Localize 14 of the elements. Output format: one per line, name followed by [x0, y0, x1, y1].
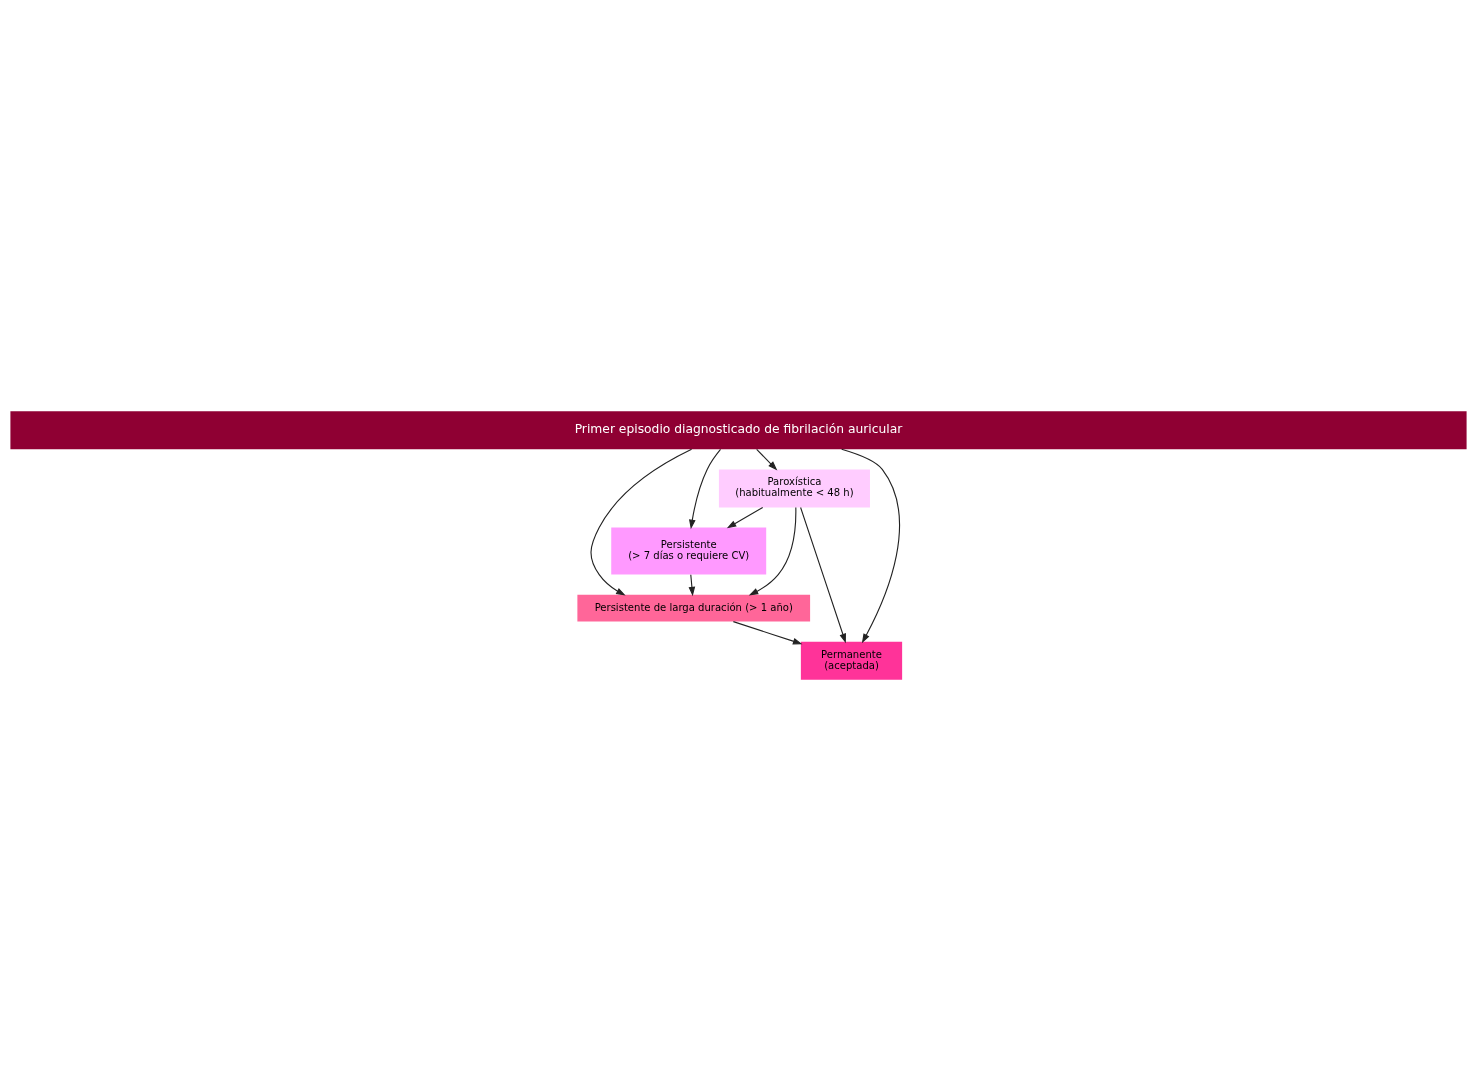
- arrow: [800, 506, 846, 643]
- arrow: [726, 506, 764, 528]
- arrow: [688, 573, 696, 596]
- arrow: [748, 506, 797, 595]
- arrow: [590, 448, 693, 596]
- arrow: [689, 448, 722, 529]
- node-box: Paroxística (habitualmente < 48 h): [718, 468, 870, 507]
- node-box: Permanente (aceptada): [800, 641, 903, 680]
- arrow: [756, 448, 778, 470]
- node-box: Persistente (> 7 días o requiere CV): [611, 527, 767, 575]
- node-box: Persistente de larga duración (> 1 año): [577, 594, 811, 622]
- arrow: [732, 620, 803, 644]
- node-box: Primer episodio diagnosticado de fibrilación auricular: [10, 410, 1467, 449]
- arrow: [841, 448, 901, 643]
